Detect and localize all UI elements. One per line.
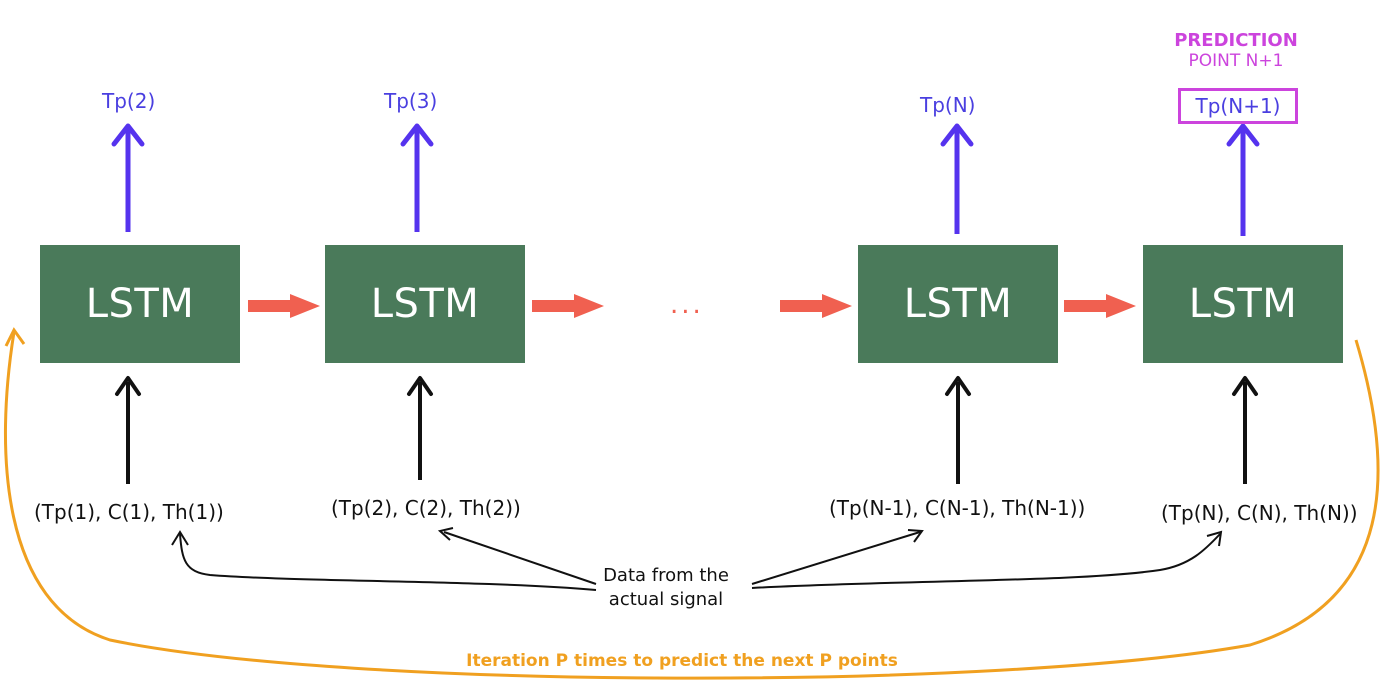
flow-arrow-1: [248, 294, 320, 318]
input-arrow-n-plus-1: [1232, 376, 1258, 484]
lstm-cell-n-plus-1: LSTM: [1143, 245, 1343, 363]
lstm-cell-2: LSTM: [325, 245, 525, 363]
input-label-n: (Tp(N-1), C(N-1), Th(N-1)): [829, 496, 1086, 520]
data-source-note: Data from the actual signal: [586, 564, 746, 612]
iteration-label: Iteration P times to predict the next P …: [466, 651, 898, 671]
data-source-note-line-1: Data from the: [603, 565, 729, 586]
lstm-cell-n: LSTM: [858, 245, 1058, 363]
input-label-1: (Tp(1), C(1), Th(1)): [34, 500, 224, 524]
flow-arrow-2: [532, 294, 604, 318]
data-source-arrows: [171, 527, 1223, 591]
input-arrow-n: [945, 376, 971, 484]
flow-arrow-3: [780, 294, 852, 318]
data-source-note-line-2: actual signal: [608, 589, 724, 610]
output-arrow-n: [940, 123, 974, 234]
flow-arrow-4: [1064, 294, 1136, 318]
prediction-subtitle: POINT N+1: [1188, 51, 1284, 71]
output-arrow-n-plus-1: [1226, 123, 1260, 236]
input-label-n-plus-1: (Tp(N), C(N), Th(N)): [1161, 501, 1358, 525]
sequence-ellipsis: ...: [670, 290, 704, 320]
output-arrow-1: [111, 123, 145, 232]
prediction-output-label: Tp(N+1): [1195, 94, 1281, 118]
output-label-n: Tp(N): [920, 93, 976, 117]
iteration-loop-arrow: [4, 327, 1380, 680]
output-label-1: Tp(2): [102, 89, 156, 113]
input-arrow-1: [115, 376, 141, 484]
prediction-title: PREDICTION: [1174, 30, 1298, 51]
input-label-2: (Tp(2), C(2), Th(2)): [331, 496, 521, 520]
output-label-2: Tp(3): [384, 89, 438, 113]
input-arrow-2: [407, 376, 433, 480]
prediction-output-box: Tp(N+1): [1178, 88, 1298, 124]
lstm-cell-1: LSTM: [40, 245, 240, 363]
output-arrow-2: [400, 123, 434, 232]
